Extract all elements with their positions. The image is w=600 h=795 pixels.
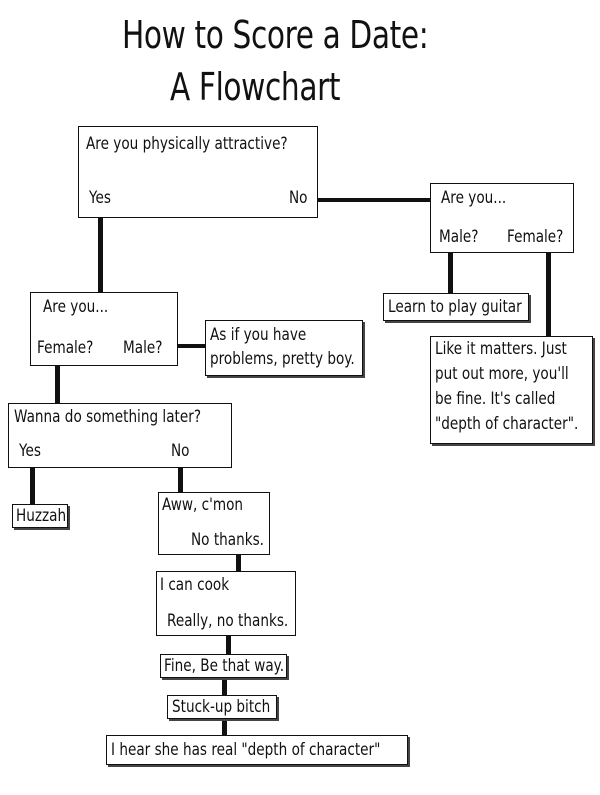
pretty-boy-line-1: As if you have [210,325,307,345]
like-line-3: be fine. It's called [435,389,556,409]
node-stuck: Stuck-up bitch [167,695,277,719]
wanna-no: No [171,441,190,461]
are-you-right-question: Are you... [441,188,507,208]
node-guitar: Learn to play guitar [383,293,529,321]
node-fine: Fine, Be that way. [160,654,287,678]
connector-fine-to-stuck [222,677,227,695]
are-you-right-male: Male? [439,227,479,247]
title-line-2: A Flowchart [170,65,341,109]
connector-no-to-are-you-right [316,198,431,202]
like-line-1: Like it matters. Just [435,339,567,359]
connector-male-to-guitar [448,253,453,293]
node-cook: I can cook Really, no thanks. [156,571,296,636]
wanna-yes: Yes [19,441,41,461]
like-line-2: put out more, you'll [435,364,569,384]
node-like-it-matters: Like it matters. Just put out more, you'… [430,336,593,444]
are-you-left-female: Female? [37,338,94,358]
fine-text: Fine, Be that way. [164,656,285,676]
node-aww: Aww, c'mon No thanks. [158,492,270,555]
cook-reply: Really, no thanks. [167,611,289,631]
connector-stuck-to-hear [222,718,227,736]
are-you-right-female: Female? [507,227,564,247]
connector-male-to-pretty-boy [178,344,206,348]
are-you-left-question: Are you... [43,297,109,317]
connector-female-to-like [546,253,551,338]
cook-text: I can cook [160,575,230,595]
node-attractive: Are you physically attractive? Yes No [78,126,318,218]
stuck-text: Stuck-up bitch [172,697,271,717]
node-pretty-boy: As if you have problems, pretty boy. [205,320,363,376]
aww-reply: No thanks. [191,530,265,550]
aww-text: Aww, c'mon [162,495,244,515]
node-are-you-left: Are you... Female? Male? [30,292,178,366]
attractive-yes: Yes [89,188,111,208]
connector-yes-down [98,218,103,294]
pretty-boy-line-2: problems, pretty boy. [210,349,355,369]
attractive-no: No [289,188,308,208]
guitar-text: Learn to play guitar [388,297,522,317]
connector-female-down [55,366,60,404]
node-hear: I hear she has real "depth of character" [106,735,408,765]
like-line-4: "depth of character". [435,414,579,434]
node-are-you-right: Are you... Male? Female? [430,183,574,253]
huzzah-text: Huzzah [16,506,67,526]
are-you-left-male: Male? [123,338,163,358]
node-huzzah: Huzzah [12,504,68,528]
title-line-1: How to Score a Date: [122,13,429,57]
connector-aww-to-cook [236,555,241,571]
hear-text: I hear she has real "depth of character" [111,740,381,760]
node-wanna: Wanna do something later? Yes No [8,403,232,468]
attractive-question: Are you physically attractive? [86,134,288,154]
connector-cook-to-fine [226,636,231,654]
connector-yes-to-huzzah [30,468,35,505]
connector-no-to-aww [178,468,183,494]
wanna-question: Wanna do something later? [14,407,202,427]
